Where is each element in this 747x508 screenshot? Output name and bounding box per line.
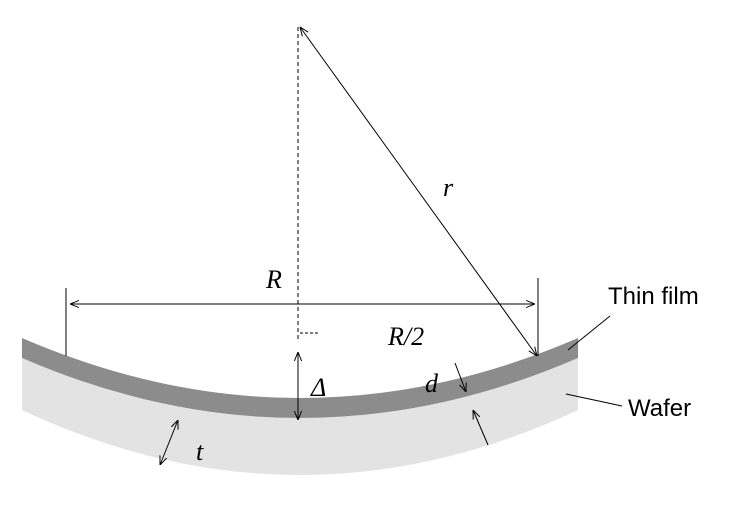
big-r-label: R [265, 265, 282, 294]
wafer-label: Wafer [628, 395, 691, 422]
small-r-label: r [443, 173, 454, 202]
t-label: t [196, 437, 204, 466]
d-arrow-top [454, 362, 466, 392]
delta-label: Δ [310, 373, 326, 402]
thin-film-leader [567, 315, 611, 351]
d-arrow-bottom [473, 410, 489, 446]
d-label: d [425, 369, 439, 398]
wafer-leader [565, 393, 623, 407]
thin-film-label: Thin film [608, 283, 699, 310]
t-arrow [160, 420, 178, 465]
thin-film-layer [22, 338, 578, 418]
r-arrow [300, 27, 537, 356]
half-r-label: R/2 [387, 322, 424, 351]
